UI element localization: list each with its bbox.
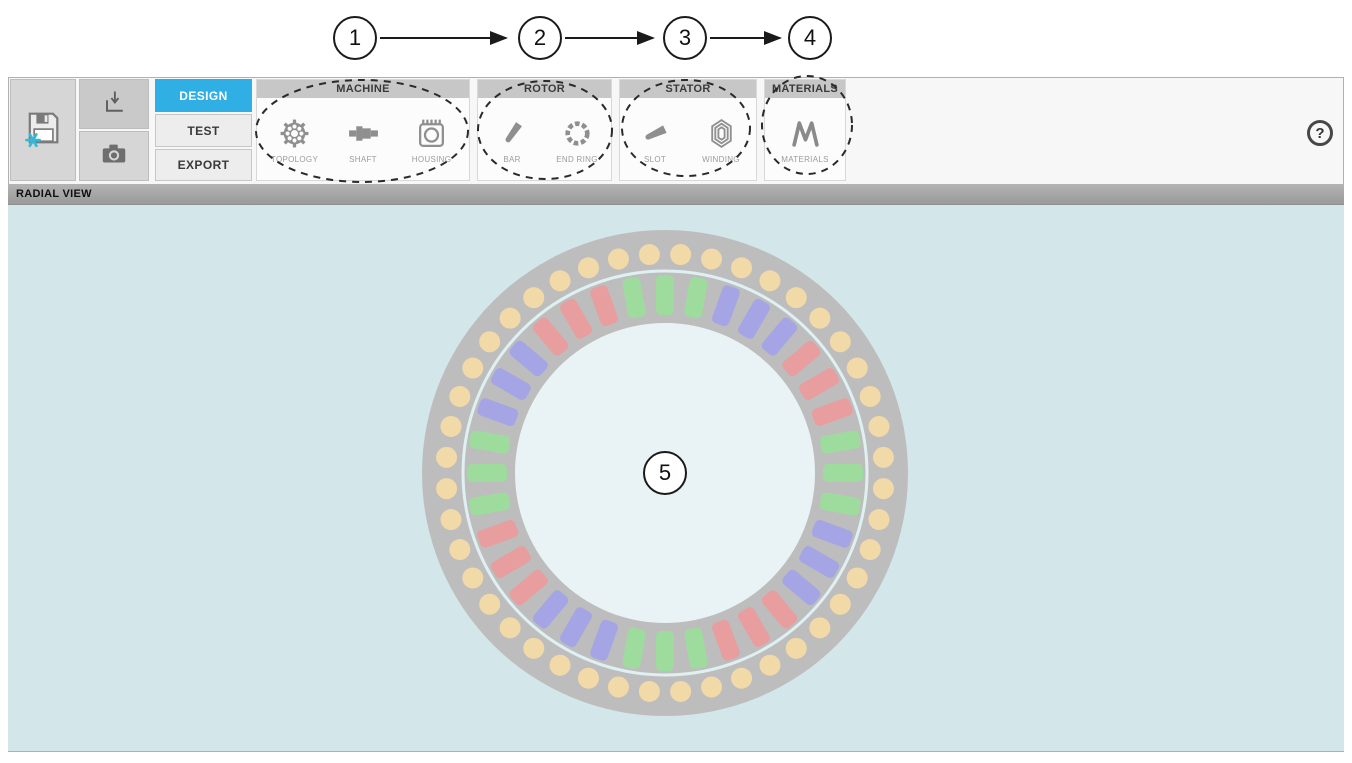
topology-button-label: TOPOLOGY — [270, 155, 319, 164]
winding-button-label: WINDING — [702, 155, 740, 164]
ribbon-group-machine-body: TOPOLOGY SHAFT — [257, 98, 469, 180]
save-button[interactable] — [10, 79, 76, 181]
ribbon-group-stator-body: SLOT WINDING — [620, 98, 756, 180]
end-ring-button-label: END RING — [556, 155, 598, 164]
callout-2: 2 — [518, 16, 562, 60]
callout-3: 3 — [663, 16, 707, 60]
ribbon-group-rotor-header: ROTOR — [478, 80, 611, 98]
ribbon-group-machine: MACHINE — [256, 79, 470, 181]
end-ring-icon — [561, 116, 594, 150]
housing-button-label: HOUSING — [411, 155, 452, 164]
winding-button[interactable]: WINDING — [690, 116, 752, 164]
materials-m-icon — [789, 116, 822, 150]
tab-export[interactable]: EXPORT — [155, 149, 252, 181]
view-title-bar: RADIAL VIEW — [8, 184, 1344, 205]
snapshot-button[interactable] — [79, 131, 149, 181]
callout-5: 5 — [643, 451, 687, 495]
topology-button[interactable]: TOPOLOGY — [264, 116, 326, 164]
ribbon-group-stator-header: STATOR — [620, 80, 756, 98]
materials-button[interactable]: MATERIALS — [774, 116, 836, 164]
rotor-bar-icon — [496, 116, 529, 150]
shaft-button[interactable]: SHAFT — [332, 116, 394, 164]
slot-button[interactable]: SLOT — [624, 116, 686, 164]
slot-button-label: SLOT — [643, 155, 667, 164]
save-disk-snowflake-icon — [21, 106, 65, 155]
ribbon-group-materials-body: MATERIALS — [765, 98, 845, 180]
import-arrow-icon — [100, 88, 128, 121]
end-ring-button[interactable]: END RING — [546, 116, 608, 164]
ribbon-group-materials-header: MATERIALS — [765, 80, 845, 98]
shaft-icon — [347, 116, 380, 150]
ribbon-group-rotor: ROTOR BAR END RING — [477, 79, 612, 181]
topology-gear-icon — [278, 116, 311, 150]
shaft-button-label: SHAFT — [349, 155, 377, 164]
tab-design[interactable]: DESIGN — [155, 79, 252, 112]
winding-coil-icon — [705, 116, 738, 150]
camera-icon — [99, 139, 129, 174]
help-button[interactable]: ? — [1307, 120, 1333, 146]
callout-4: 4 — [788, 16, 832, 60]
tab-test[interactable]: TEST — [155, 114, 252, 147]
stator-slot-icon — [639, 116, 672, 150]
ribbon-group-materials: MATERIALS MATERIALS — [764, 79, 846, 181]
callout-1: 1 — [333, 16, 377, 60]
ribbon-group-stator: STATOR SLOT — [619, 79, 757, 181]
bar-button-label: BAR — [503, 155, 521, 164]
bar-button[interactable]: BAR — [481, 116, 543, 164]
housing-button[interactable]: HOUSING — [401, 116, 463, 164]
materials-button-label: MATERIALS — [781, 155, 829, 164]
housing-icon — [415, 116, 448, 150]
view-title: RADIAL VIEW — [16, 188, 92, 200]
import-button[interactable] — [79, 79, 149, 129]
ribbon-group-machine-header: MACHINE — [257, 80, 469, 98]
ribbon-group-rotor-body: BAR END RING — [478, 98, 611, 180]
